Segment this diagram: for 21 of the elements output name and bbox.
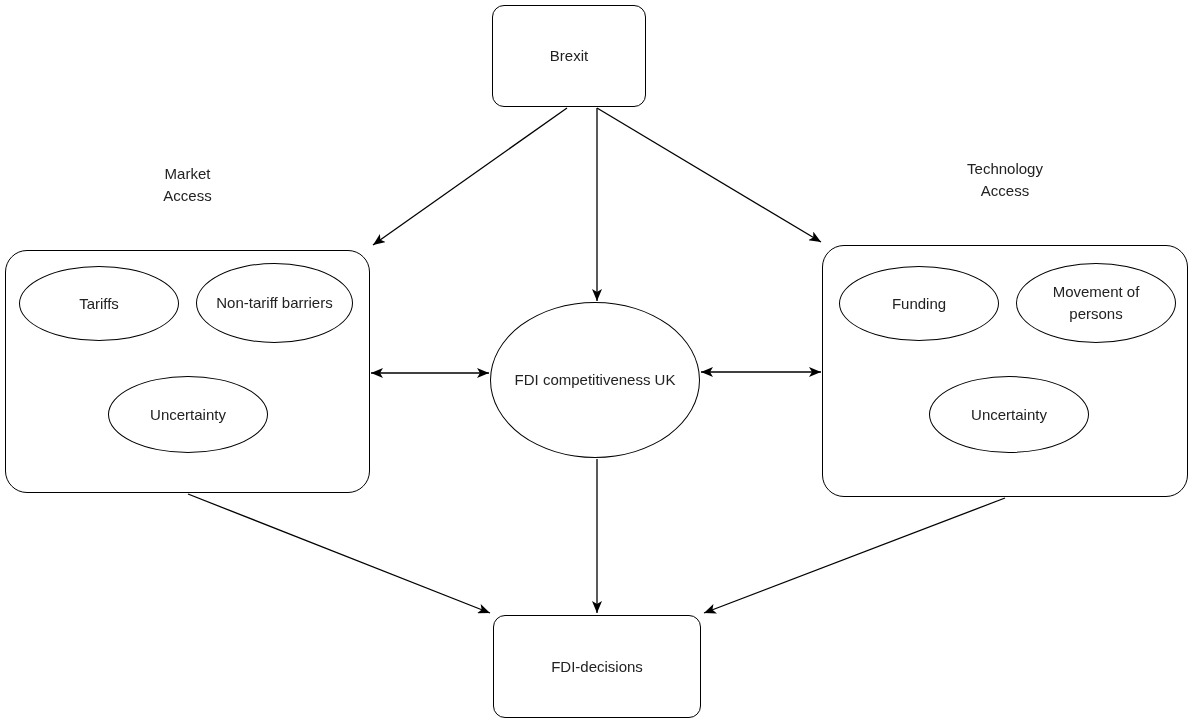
process-box [493,615,701,718]
arrow [700,367,822,377]
arrow [187,493,491,614]
node-label: Uncertainty [150,404,226,425]
node-label: Uncertainty [971,404,1047,425]
node-label: Movement of persons [1051,282,1141,324]
node-label: FDI-decisions [551,656,643,677]
node-label: Funding [891,293,947,314]
arrow [372,107,568,246]
group-heading: Technology Access [966,159,1044,201]
group-heading: Market Access [162,164,213,206]
node-label: FDI competitiveness UK [514,370,676,390]
arrow [592,458,602,614]
arrow [370,368,490,378]
arrow [596,107,822,243]
node-label: Tariffs [79,293,119,314]
process-box [492,5,646,107]
node-label: Brexit [549,46,589,66]
arrow [592,107,602,302]
node-label: Non-tariff barriers [216,293,333,313]
arrow [703,497,1006,614]
